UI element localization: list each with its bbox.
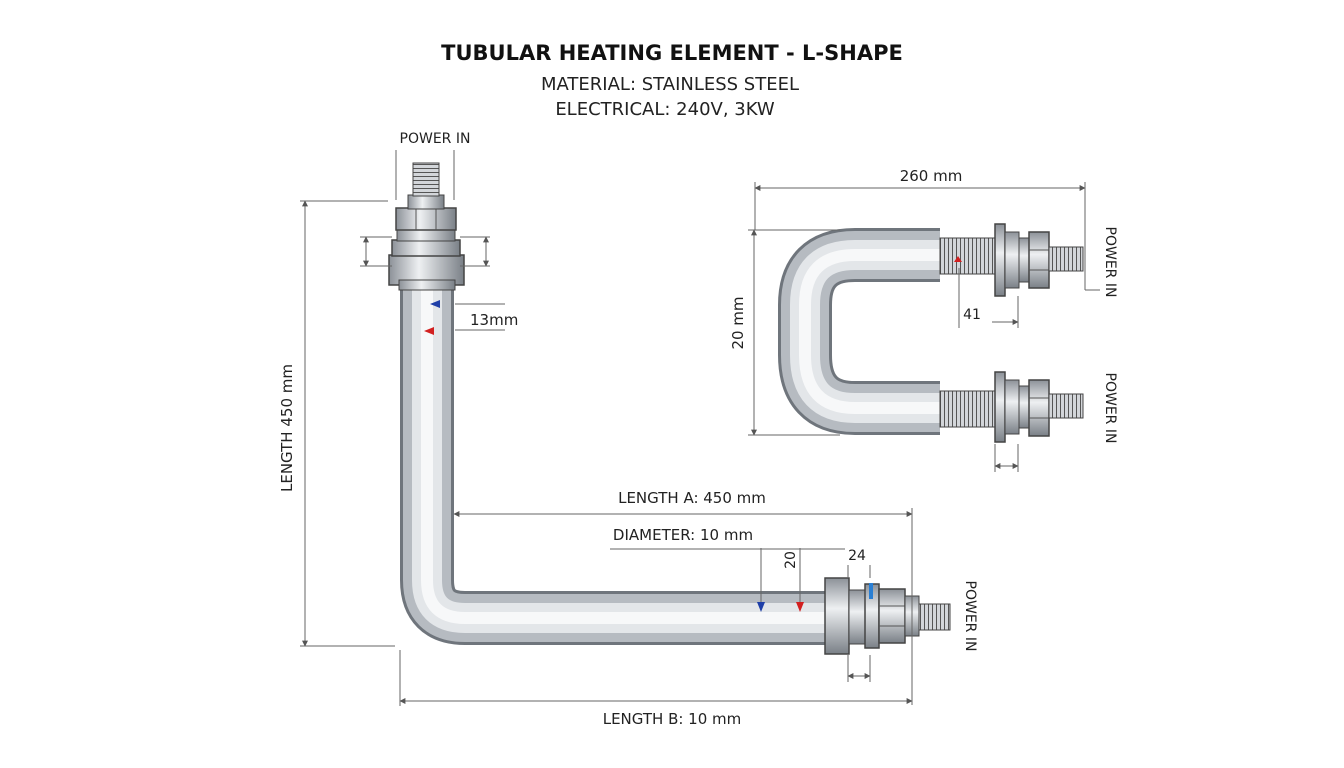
dim-24-label: 24 — [848, 548, 866, 564]
top-terminal — [388, 162, 465, 291]
dim-41-label: 41 — [963, 307, 981, 323]
arrow-red-u-icon — [954, 256, 962, 262]
arrow-red-icon — [424, 327, 434, 335]
material-label: MATERIAL: STAINLESS STEEL — [541, 74, 799, 95]
length-b-label: LENGTH B: 10 mm — [603, 710, 742, 728]
marker-blue-icon — [869, 583, 873, 599]
u-lower-terminal — [939, 371, 1084, 443]
u-power-in-bottom-label: POWER IN — [1102, 373, 1118, 444]
arrow-blue-icon — [430, 300, 440, 308]
u-power-in-top-label: POWER IN — [1102, 227, 1118, 298]
l-power-in-right-label: POWER IN — [962, 581, 978, 652]
l-tube — [400, 290, 828, 645]
drawing-title: TUBULAR HEATING ELEMENT - L-SHAPE — [441, 41, 903, 65]
dim-20-label: 20 — [783, 551, 799, 569]
diameter-label: DIAMETER: 10 mm — [613, 526, 753, 544]
arrow-red-2-icon — [796, 602, 804, 612]
vertical-length-label: LENGTH 450 mm — [278, 364, 296, 492]
l-shape-view: POWER IN POWER IN 13mm LENGTH 450 mm LEN… — [278, 131, 978, 728]
length-a-label: LENGTH A: 450 mm — [618, 489, 766, 507]
u-shape-view: 260 mm 20 mm 41 POWER IN POWER IN — [729, 167, 1118, 472]
u-width-label: 260 mm — [900, 167, 963, 185]
electrical-label: ELECTRICAL: 240V, 3KW — [555, 99, 775, 120]
arrow-blue-2-icon — [757, 602, 765, 612]
u-height-label: 20 mm — [729, 296, 747, 349]
right-terminal — [824, 577, 951, 655]
l-power-in-top-label: POWER IN — [400, 131, 471, 147]
tube-gap-label: 13mm — [470, 311, 518, 329]
u-upper-terminal — [939, 223, 1084, 297]
